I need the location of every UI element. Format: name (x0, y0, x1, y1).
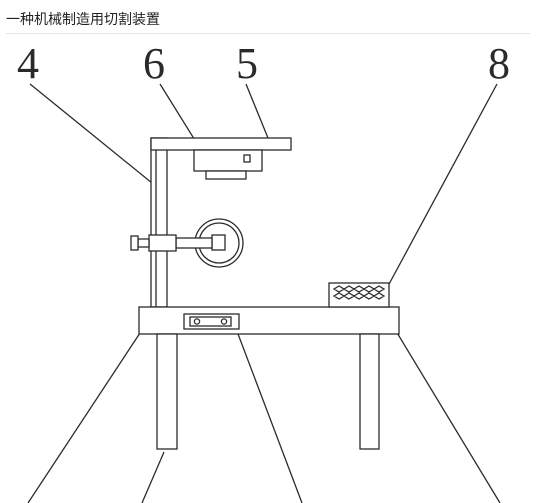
top-crossbar (150, 137, 292, 151)
control-button-right (220, 318, 228, 325)
leader-line-5 (245, 83, 269, 139)
callout-number-4: 4 (17, 39, 39, 88)
leader-line-4 (29, 83, 153, 184)
leader-line-bottom-3 (234, 325, 303, 503)
mesh-pattern (332, 285, 386, 300)
control-panel-inner (189, 316, 232, 327)
adjust-knob (130, 235, 139, 251)
adjust-screw (137, 238, 150, 248)
control-button-left (193, 318, 201, 325)
callout-number-8: 8 (488, 39, 510, 88)
right-leg (359, 333, 380, 450)
callout-number-6: 6 (143, 39, 165, 88)
disc-rod (175, 237, 213, 249)
leader-line-8 (387, 83, 498, 287)
vertical-post (150, 137, 168, 308)
clamp-block (148, 234, 177, 252)
motor-base (205, 170, 247, 180)
leader-line-bottom-2 (141, 451, 165, 503)
table-top (138, 306, 400, 335)
motor-housing (193, 149, 263, 172)
mesh-block (328, 282, 390, 308)
disc-hub (211, 234, 226, 251)
title-divider (6, 33, 530, 34)
left-leg (156, 333, 178, 450)
page-title: 一种机械制造用切割装置 (6, 11, 160, 27)
leader-line-bottom-1 (27, 332, 141, 503)
motor-indicator (243, 154, 251, 163)
callout-number-5: 5 (236, 39, 258, 88)
